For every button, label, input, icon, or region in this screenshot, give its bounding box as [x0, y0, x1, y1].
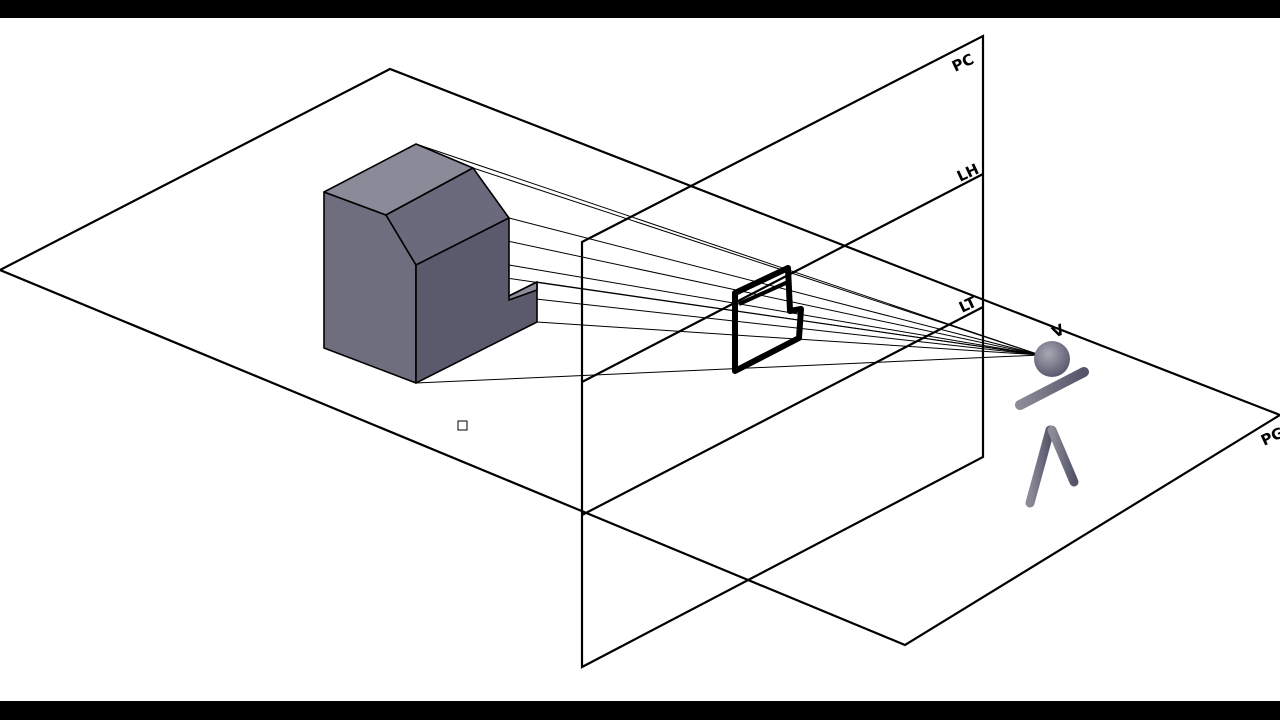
point-marker [457, 420, 468, 431]
solid-object [323, 143, 538, 384]
ground-line [581, 306, 984, 516]
label-picture-plane: PC [949, 50, 977, 76]
ground-plane [0, 67, 1280, 647]
label-horizon-line: LH [954, 160, 982, 186]
picture-plane [580, 34, 985, 669]
observer-head [1034, 341, 1070, 377]
projected-image-edge [738, 280, 789, 306]
observer-figure [1015, 341, 1089, 508]
letterbox-bottom [0, 701, 1280, 720]
drawing-viewport: PC LH LT V PG [0, 18, 1280, 701]
perspective-diagram: PC LH LT V PG [0, 34, 1280, 669]
label-ground-line: LT [956, 293, 980, 317]
label-ground-plane: PG [1258, 423, 1280, 449]
horizon-line [581, 173, 984, 383]
box-step-face [508, 281, 538, 301]
projected-image [732, 265, 804, 374]
letterbox-top [0, 0, 1280, 18]
